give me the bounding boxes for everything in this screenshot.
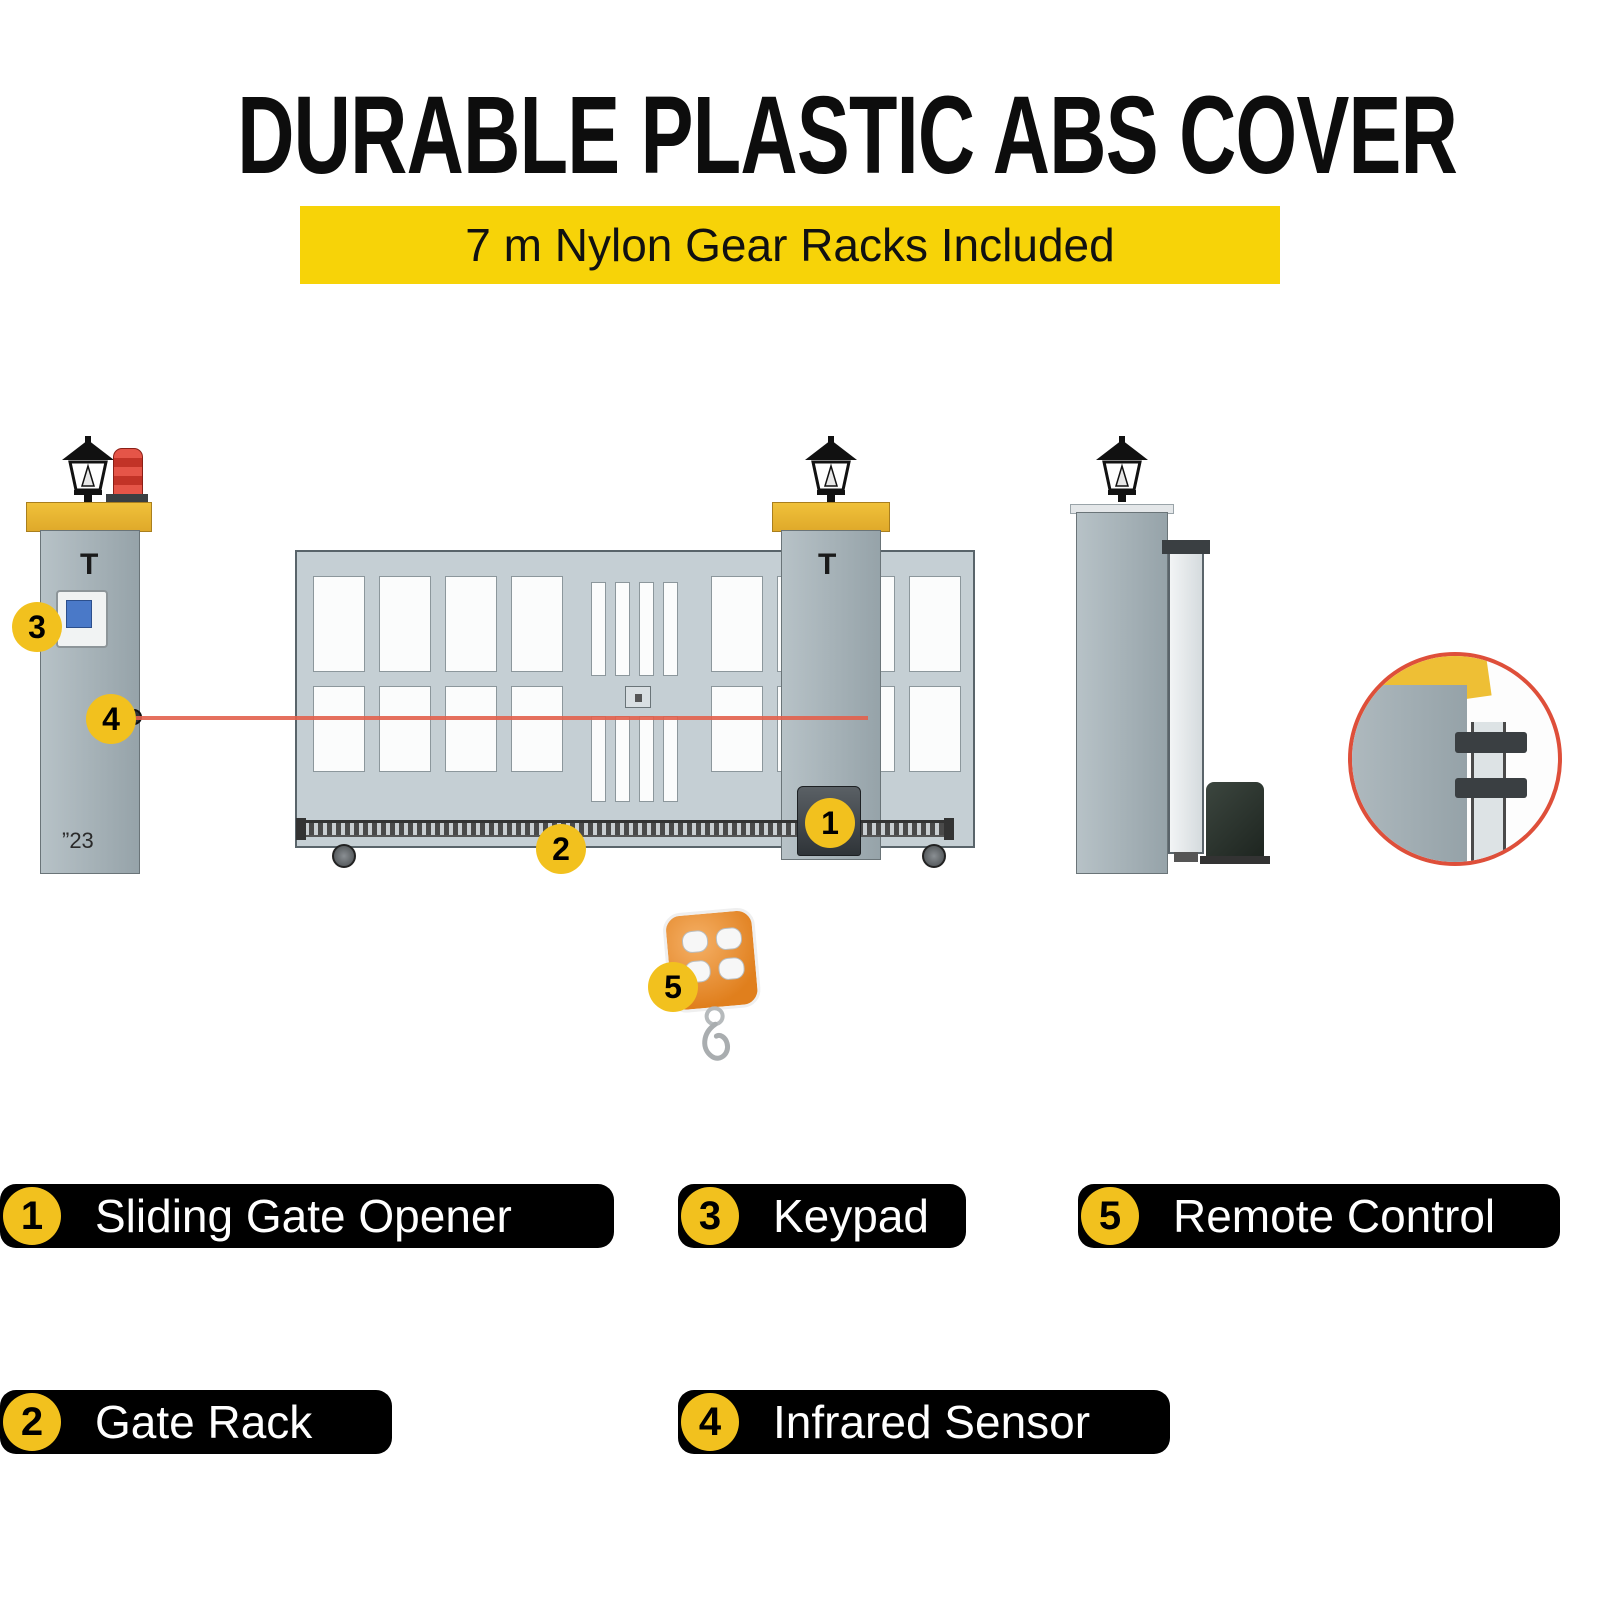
remote-control bbox=[640, 904, 793, 1068]
gate-lock bbox=[625, 686, 651, 708]
gate-slat bbox=[663, 582, 678, 676]
gate-slats-top bbox=[591, 582, 678, 676]
left-pillar-cap bbox=[26, 502, 152, 532]
zoom-clamp bbox=[1455, 777, 1528, 799]
gate-pane bbox=[379, 576, 431, 672]
middle-pillar-bracket: T bbox=[818, 548, 837, 581]
legend-item-remote-control: 5 Remote Control bbox=[1078, 1184, 1560, 1248]
gate-slat bbox=[639, 582, 654, 676]
legend-label: Sliding Gate Opener bbox=[95, 1190, 512, 1242]
gate-pane bbox=[511, 576, 563, 672]
legend-badge-1: 1 bbox=[3, 1187, 61, 1245]
opener-base bbox=[1200, 856, 1270, 864]
legend-badge-4: 4 bbox=[681, 1393, 739, 1451]
lantern-icon bbox=[805, 436, 857, 502]
gate-pane bbox=[445, 576, 497, 672]
gear-rack bbox=[300, 820, 950, 837]
rack-bracket bbox=[944, 818, 954, 840]
gate-slat bbox=[663, 716, 678, 802]
rail-top-connector bbox=[1162, 540, 1210, 554]
legend-label: Gate Rack bbox=[95, 1396, 313, 1448]
gate-pane bbox=[511, 686, 563, 772]
gate-pane bbox=[711, 576, 763, 672]
legend-badge-2: 2 bbox=[3, 1393, 61, 1451]
page-title: DURABLE PLASTIC ABS COVER bbox=[0, 72, 1600, 199]
lantern-icon bbox=[62, 436, 114, 502]
marker-5-badge: 5 bbox=[648, 962, 698, 1012]
remote-button bbox=[715, 926, 743, 951]
gate-pane bbox=[379, 686, 431, 772]
legend-label: Remote Control bbox=[1173, 1190, 1496, 1242]
keyring-clasp-icon bbox=[702, 1006, 731, 1061]
marker-2-badge: 2 bbox=[536, 824, 586, 874]
middle-pillar-cap bbox=[772, 502, 890, 532]
legend-item-keypad: 3 Keypad bbox=[678, 1184, 966, 1248]
rail-foot bbox=[1174, 852, 1198, 862]
subtitle-banner: 7 m Nylon Gear Racks Included bbox=[300, 206, 1280, 284]
gate-pane bbox=[909, 576, 961, 672]
marker-1-badge: 1 bbox=[805, 798, 855, 848]
legend-item-gate-rack: 2 Gate Rack bbox=[0, 1390, 392, 1454]
gate-slat bbox=[615, 716, 630, 802]
gate-pane bbox=[313, 686, 365, 772]
legend-item-sliding-gate-opener: 1 Sliding Gate Opener bbox=[0, 1184, 614, 1248]
gate-pane bbox=[445, 686, 497, 772]
subtitle-banner-text: 7 m Nylon Gear Racks Included bbox=[465, 219, 1115, 271]
gate-wheel bbox=[922, 844, 946, 868]
gate-pane bbox=[711, 686, 763, 772]
gate-slat bbox=[639, 716, 654, 802]
left-pillar-bracket: T bbox=[80, 548, 99, 581]
zoom-pillar bbox=[1352, 684, 1468, 862]
legend-label: Infrared Sensor bbox=[773, 1396, 1091, 1448]
legend-label: Keypad bbox=[773, 1190, 930, 1242]
zoom-clamp bbox=[1455, 732, 1528, 753]
infrared-beam bbox=[136, 716, 868, 720]
legend-item-infrared-sensor: 4 Infrared Sensor bbox=[678, 1390, 1170, 1454]
remote-button bbox=[717, 956, 746, 981]
marker-3-badge: 3 bbox=[12, 602, 62, 652]
legend-badge-5: 5 bbox=[1081, 1187, 1139, 1245]
legend-badge-3: 3 bbox=[681, 1187, 739, 1245]
marker-4-badge: 4 bbox=[86, 694, 136, 744]
remote-button bbox=[681, 929, 709, 954]
alarm-beacon-icon bbox=[113, 448, 143, 496]
gate-wheel bbox=[332, 844, 356, 868]
sliding-gate-opener-unit bbox=[1206, 782, 1264, 860]
alarm-beacon-base bbox=[106, 494, 148, 504]
pillar-size-label: ”23 bbox=[62, 828, 94, 853]
gate-pane-grid-left bbox=[313, 576, 563, 772]
gate-center-section bbox=[583, 568, 695, 820]
keypad-panel bbox=[56, 590, 108, 648]
gate-slats-bottom bbox=[591, 716, 678, 802]
gate-pane bbox=[909, 686, 961, 772]
page-title-text: DURABLE PLASTIC ABS COVER bbox=[237, 74, 1458, 197]
rack-bracket bbox=[296, 818, 306, 840]
gate-pane bbox=[313, 576, 365, 672]
lantern-icon bbox=[1096, 436, 1148, 502]
gate-slat bbox=[591, 582, 606, 676]
gate-slat bbox=[591, 716, 606, 802]
guide-rail bbox=[1168, 548, 1204, 854]
keypad-screen bbox=[66, 600, 92, 628]
zoom-detail-inset bbox=[1348, 652, 1562, 866]
gate-slat bbox=[615, 582, 630, 676]
right-pillar bbox=[1076, 512, 1168, 874]
